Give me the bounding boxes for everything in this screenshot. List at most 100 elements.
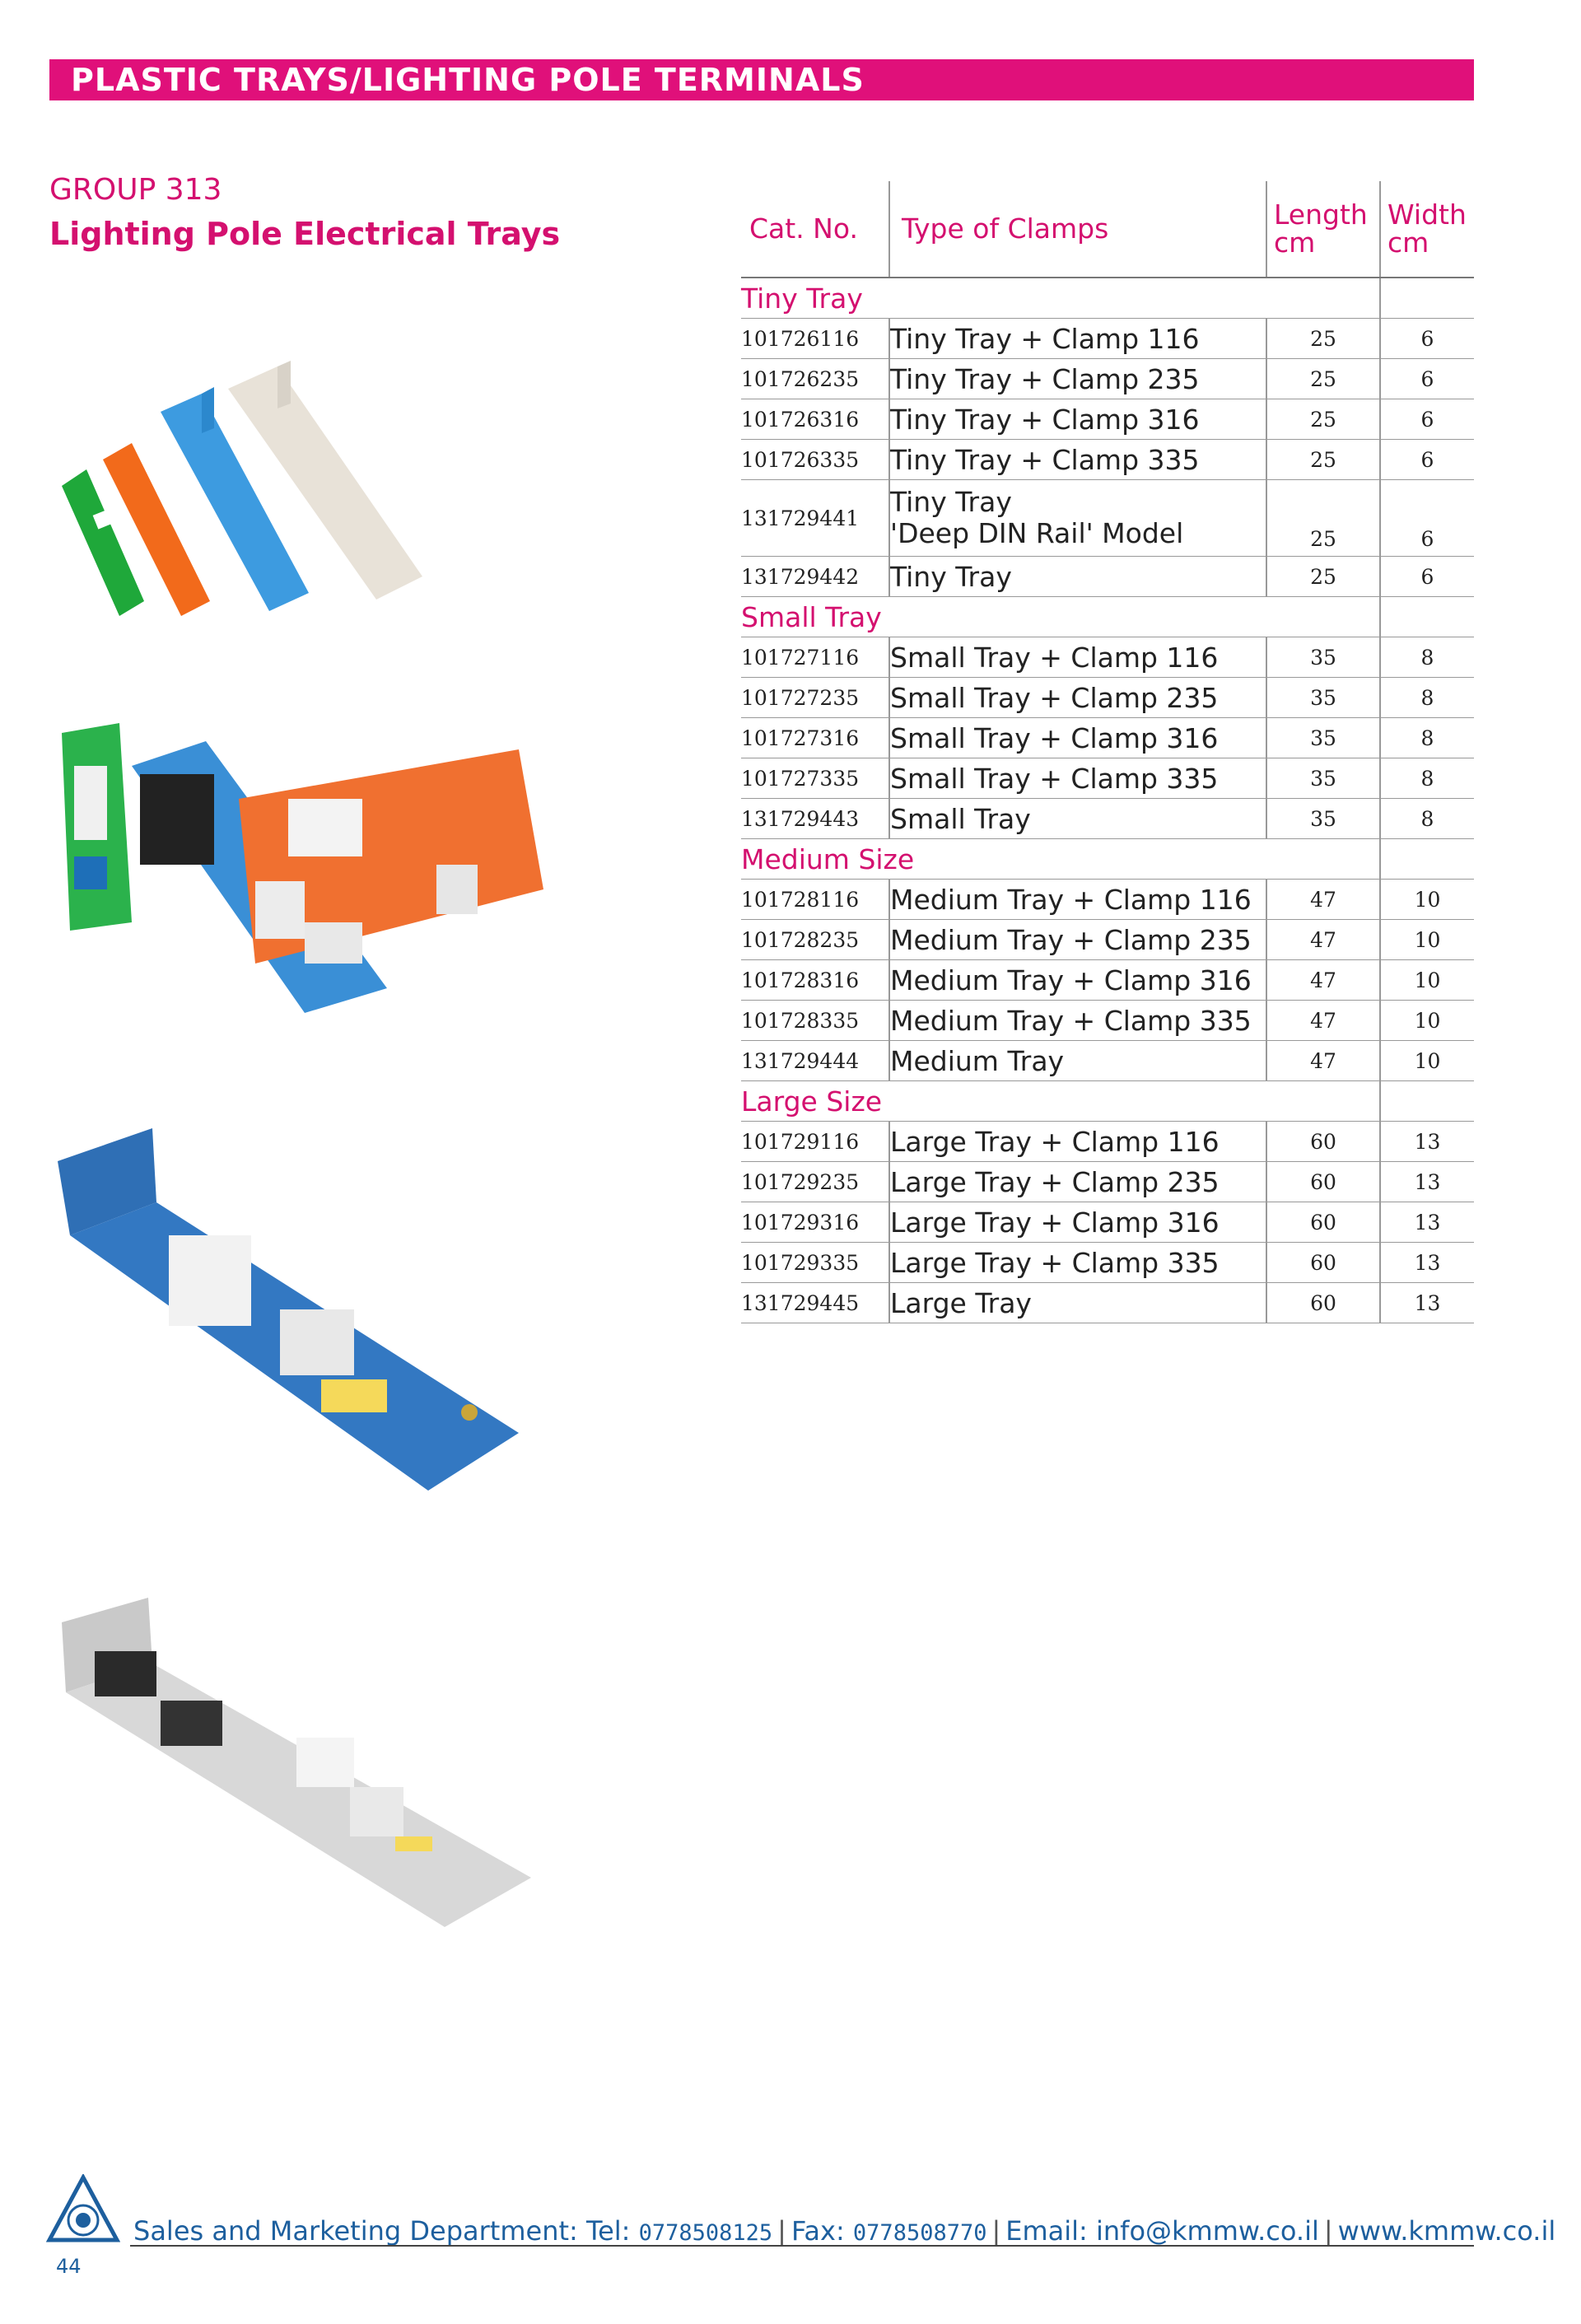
width-value: 10	[1379, 879, 1474, 920]
clamp-type: Medium Tray	[888, 1040, 1266, 1081]
length-value: 60	[1266, 1161, 1380, 1202]
cat-number: 101728235	[741, 919, 889, 960]
clamp-type: Medium Tray + Clamp 116	[888, 879, 1266, 920]
cat-number: 131729441	[741, 479, 889, 557]
cat-number: 101729316	[741, 1202, 889, 1243]
width-value: 8	[1379, 717, 1474, 758]
length-value: 60	[1266, 1202, 1380, 1243]
length-value: 60	[1266, 1242, 1380, 1283]
length-value: 25	[1266, 358, 1380, 399]
cat-number: 101728316	[741, 959, 889, 1001]
width-value: 6	[1379, 358, 1474, 399]
cat-number: 101726335	[741, 439, 889, 480]
clamp-type: Small Tray + Clamp 316	[888, 717, 1266, 758]
length-value: 35	[1266, 717, 1380, 758]
footer-tel[interactable]: 0778508125	[638, 2220, 773, 2246]
section-title: Small Tray	[741, 596, 1380, 637]
section-title: Tiny Tray	[741, 278, 1380, 319]
clamp-type: Tiny Tray + Clamp 116	[888, 318, 1266, 359]
clamp-type: Medium Tray + Clamp 316	[888, 959, 1266, 1001]
clamp-type-line1: Tiny Tray + Clamp 235	[890, 362, 1200, 395]
footer-dept: Sales and Marketing Department:	[133, 2215, 578, 2247]
width-value: 6	[1379, 556, 1474, 597]
footer-contact: Sales and Marketing Department: Tel: 077…	[133, 2215, 1556, 2247]
footer-fax: 0778508770	[852, 2220, 987, 2246]
width-value: 13	[1379, 1121, 1474, 1162]
footer-website[interactable]: www.kmmw.co.il	[1337, 2215, 1556, 2247]
clamp-type: Tiny Tray + Clamp 235	[888, 358, 1266, 399]
clamp-type: Small Tray	[888, 798, 1266, 839]
footer-tel-label: Tel:	[585, 2215, 631, 2247]
width-value: 8	[1379, 677, 1474, 718]
clamp-type-line1: Tiny Tray + Clamp 316	[890, 403, 1200, 436]
length-value: 60	[1266, 1121, 1380, 1162]
clamp-type: Medium Tray + Clamp 335	[888, 1000, 1266, 1041]
clamp-type-line1: Tiny Tray + Clamp 116	[890, 322, 1200, 355]
small-tray-photo	[62, 723, 543, 1013]
medium-tray-photo	[58, 1128, 519, 1491]
cat-number: 101726316	[741, 399, 889, 440]
clamp-type-line1: Tiny Tray + Clamp 335	[890, 443, 1200, 476]
cat-number: 131729442	[741, 556, 889, 597]
clamp-type: Large Tray	[888, 1282, 1266, 1323]
section-spacer	[1379, 1080, 1474, 1122]
cat-number: 131729443	[741, 798, 889, 839]
width-value: 13	[1379, 1242, 1474, 1283]
width-value: 8	[1379, 758, 1474, 799]
length-value: 47	[1266, 1040, 1380, 1081]
cat-number: 101728335	[741, 1000, 889, 1041]
clamp-type: Tiny Tray'Deep DIN Rail' Model	[888, 479, 1266, 557]
cat-number: 101729116	[741, 1121, 889, 1162]
cat-number: 101726116	[741, 318, 889, 359]
clamp-type-line1: Small Tray	[890, 802, 1031, 835]
section-row: Tiny Tray	[741, 278, 1474, 319]
footer-fax-label: Fax:	[790, 2215, 845, 2247]
section-spacer	[1379, 596, 1474, 637]
width-value: 13	[1379, 1202, 1474, 1243]
width-value: 6	[1379, 399, 1474, 440]
width-value: 10	[1379, 919, 1474, 960]
clamp-type-line1: Small Tray + Clamp 335	[890, 762, 1219, 795]
width-value: 13	[1379, 1161, 1474, 1202]
section-row: Large Size	[741, 1080, 1474, 1122]
section-row: Small Tray	[741, 596, 1474, 637]
cat-number: 101726235	[741, 358, 889, 399]
footer-email[interactable]: Email: info@kmmw.co.il	[1005, 2215, 1319, 2247]
clamp-type-line1: Large Tray + Clamp 116	[890, 1125, 1220, 1158]
col-header-cat: Cat. No.	[741, 181, 889, 278]
length-value: 25	[1266, 318, 1380, 359]
clamp-type-line1: Tiny Tray	[890, 560, 1012, 593]
clamp-type-line1: Large Tray + Clamp 335	[890, 1246, 1220, 1279]
length-value: 47	[1266, 1000, 1380, 1041]
length-value: 35	[1266, 798, 1380, 839]
section-spacer	[1379, 278, 1474, 319]
section-title: Large Size	[741, 1080, 1380, 1122]
length-value: 25	[1266, 439, 1380, 480]
clamp-type-line1: Medium Tray + Clamp 116	[890, 883, 1252, 916]
width-value: 8	[1379, 798, 1474, 839]
group-title: Lighting Pole Electrical Trays	[49, 216, 561, 252]
clamp-type-line1: Large Tray + Clamp 235	[890, 1165, 1220, 1198]
cat-number: 101727116	[741, 637, 889, 678]
cat-number: 101727316	[741, 717, 889, 758]
section-title: Medium Size	[741, 838, 1380, 880]
clamp-type: Small Tray + Clamp 335	[888, 758, 1266, 799]
cat-number: 101727235	[741, 677, 889, 718]
col-header-type: Type of Clamps	[888, 181, 1266, 278]
